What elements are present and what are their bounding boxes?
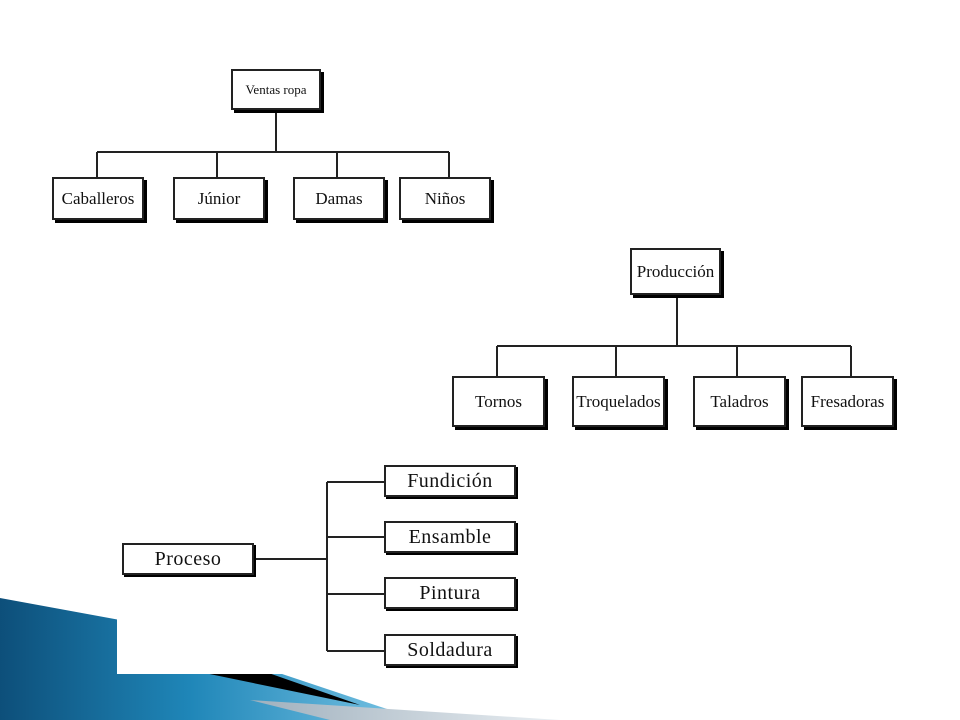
proceso-child-label: Fundición xyxy=(407,469,493,492)
produccion-child-fresadoras: Fresadoras xyxy=(801,376,894,427)
proceso-root-label: Proceso xyxy=(154,547,222,570)
white-overlay xyxy=(117,570,327,674)
ventas-child-junior: Júnior xyxy=(173,177,265,220)
produccion-child-taladros: Taladros xyxy=(693,376,786,427)
ventas-child-damas: Damas xyxy=(293,177,385,220)
ventas-child-label: Damas xyxy=(315,188,363,208)
proceso-root-box: Proceso xyxy=(122,543,254,575)
proceso-child-label: Soldadura xyxy=(407,638,493,661)
ventas-root-label: Ventas ropa xyxy=(245,81,307,97)
produccion-child-label: Troquelados xyxy=(576,391,661,411)
proceso-child-fundicion: Fundición xyxy=(384,465,516,497)
proceso-child-pintura: Pintura xyxy=(384,577,516,609)
produccion-child-troquelados: Troquelados xyxy=(572,376,665,427)
ventas-child-caballeros: Caballeros xyxy=(52,177,144,220)
ribbon-grey-band xyxy=(250,700,560,720)
produccion-child-tornos: Tornos xyxy=(452,376,545,427)
ventas-child-label: Caballeros xyxy=(61,188,135,208)
produccion-child-label: Taladros xyxy=(710,391,769,411)
produccion-child-label: Fresadoras xyxy=(810,391,885,411)
produccion-child-label: Tornos xyxy=(475,391,522,411)
produccion-root-label: Producción xyxy=(636,261,715,281)
proceso-child-label: Ensamble xyxy=(408,525,492,548)
proceso-child-soldadura: Soldadura xyxy=(384,634,516,666)
ventas-root-box: Ventas ropa xyxy=(231,69,321,110)
ventas-child-label: Niños xyxy=(424,188,466,208)
produccion-root-box: Producción xyxy=(630,248,721,295)
proceso-child-label: Pintura xyxy=(419,581,481,604)
ventas-child-label: Júnior xyxy=(197,188,241,208)
proceso-child-ensamble: Ensamble xyxy=(384,521,516,553)
ventas-child-ninos: Niños xyxy=(399,177,491,220)
